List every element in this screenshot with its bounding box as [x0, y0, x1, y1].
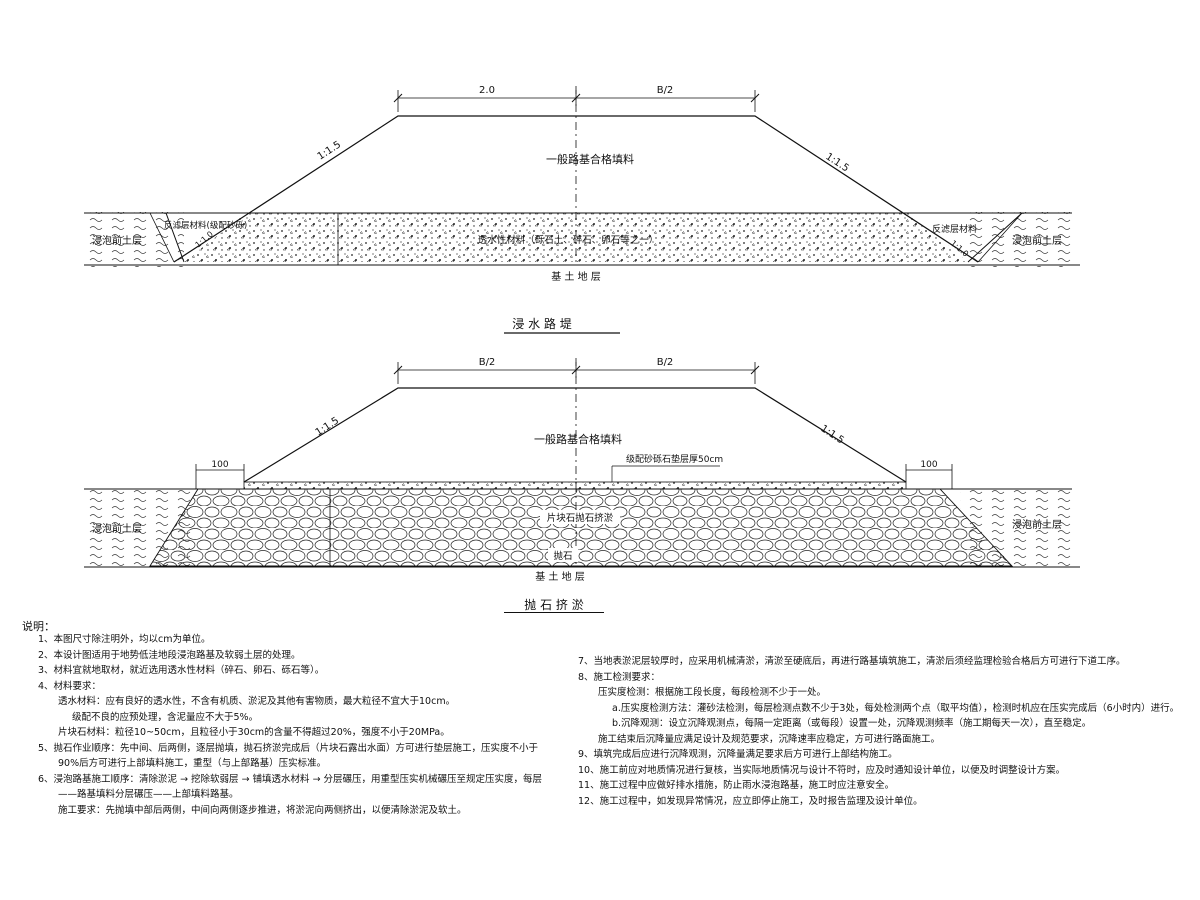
note-line: 压实度检测：根据施工段长度，每段检测不少于一处。 [598, 687, 827, 698]
bottom-left-water-label: 浸泡前土层 [92, 522, 142, 535]
note-line: a.压实度检测方法：灌砂法检测，每层检测点数不少于3处，每处检测两个点（取平均值… [612, 702, 1180, 714]
note-line: 5、抛石作业顺序：先中间、后两侧，逐层抛填，抛石挤淤完成后（片块石露出水面）方可… [38, 742, 539, 754]
bottom-caption-text: 抛 石 挤 淤 [504, 598, 604, 613]
bottom-dim-left: B/2 [479, 357, 496, 368]
note-line: b.沉降观测：设立沉降观测点，每隔一定距离（或每段）设置一处，沉降观测频率（施工… [612, 718, 1092, 729]
bottom-bottom-label: 基 土 地 层 [535, 570, 585, 583]
note-line: 施工结束后沉降量应满足设计及规范要求，沉降速率应稳定，方可进行路面施工。 [598, 733, 941, 745]
embankment-cross-sections: 2.0 B/2 1:1.5 1:1.5 一般路基合格填料 透水性材料（砾石土、碎… [84, 85, 1080, 583]
top-dimension-line [393, 90, 760, 112]
top-left-water-label: 浸泡前土层 [92, 234, 142, 247]
notes-right-column: 7、当地表淤泥层较厚时，应采用机械清淤，清淤至硬底后，再进行路基填筑施工，清淤后… [578, 654, 1179, 809]
note-line: 4、材料要求： [38, 680, 102, 692]
bottom-fill-label: 一般路基合格填料 [534, 432, 622, 446]
bottom-slope-right: 1:1.5 [818, 423, 845, 446]
top-dim-left: 2.0 [479, 85, 495, 96]
bottom-dim-right: B/2 [657, 357, 674, 368]
top-right-water-label: 浸泡前土层 [1012, 234, 1062, 247]
bottom-berm-right: 100 [920, 460, 937, 470]
note-line: 片块石材料：粒径10~50cm，且粒径小于30cm的含量不得超过20%，强度不小… [58, 727, 450, 738]
top-slope-left: 1:1.5 [316, 139, 343, 162]
bottom-slope-left: 1:1.5 [314, 415, 341, 438]
bottom-rock-fill [149, 488, 1014, 567]
top-fill-label: 一般路基合格填料 [546, 152, 634, 166]
note-line: ——路基填料分层碾压——上部填料路基。 [58, 789, 239, 800]
note-line: 6、浸泡路基施工顺序：清除淤泥 → 挖除软弱层 → 铺填透水材料 → 分层碾压，… [38, 773, 543, 785]
top-dim-right: B/2 [657, 85, 674, 96]
note-line: 2、本设计图适用于地势低洼地段浸泡路基及软弱土层的处理。 [38, 649, 301, 661]
note-line: 1、本图尺寸除注明外，均以cm为单位。 [38, 634, 211, 645]
top-embankment-outline [173, 115, 979, 263]
bottom-right-water-label: 浸泡前土层 [1012, 518, 1062, 531]
bottom-rock-label2: 抛石 [553, 550, 572, 562]
bottom-cushion-layer [243, 481, 907, 490]
top-right-slope-label: 反滤层材料 [932, 223, 977, 235]
top-section: 2.0 B/2 1:1.5 1:1.5 一般路基合格填料 透水性材料（砾石土、碎… [84, 85, 1080, 334]
note-line: 透水材料：应有良好的透水性，不含有机质、淤泥及其他有害物质，最大粒径不宜大于10… [58, 696, 456, 707]
top-layer-label: 透水性材料（砾石土、碎石、卵石等之一） [478, 234, 659, 246]
top-water-right [966, 212, 1072, 267]
note-line: 12、施工过程中，如发现异常情况，应立即停止施工，及时报告监理及设计单位。 [578, 795, 923, 807]
note-line: 级配不良的应预处理，含泥量应不大于5%。 [72, 711, 259, 723]
top-slope-right: 1:1.5 [823, 151, 850, 174]
bottom-rock-label: 片块石抛石挤淤 [547, 512, 614, 524]
top-bottom-label: 基 土 地 层 [551, 270, 601, 283]
bottom-berm-dims [195, 464, 953, 489]
note-line: 8、施工检测要求： [578, 671, 661, 683]
note-line: 11、施工过程中应做好排水措施，防止雨水浸泡路基，施工时应注意安全。 [578, 780, 895, 791]
bottom-cushion-label: 级配砂砾石垫层厚50cm [626, 453, 723, 465]
notes-left-column: 1、本图尺寸除注明外，均以cm为单位。 2、本设计图适用于地势低洼地段浸泡路基及… [38, 632, 542, 818]
top-water-left [84, 212, 184, 267]
bottom-embankment-outline [243, 387, 907, 483]
note-line: 7、当地表淤泥层较厚时，应采用机械清淤，清淤至硬底后，再进行路基填筑施工，清淤后… [578, 656, 1126, 667]
notes-title: 说明： [22, 620, 55, 633]
top-caption: 浸 水 路 堤 [512, 316, 571, 331]
bottom-berm-left: 100 [211, 460, 228, 470]
bottom-section: 100 100 B/2 B/2 1:1.5 1:1.5 一般路基合格填料 级配砂… [84, 357, 1080, 583]
note-line: 10、施工前应对地质情况进行复核，当实际地质情况与设计不符时，应及时通知设计单位… [578, 764, 1066, 776]
note-line: 90%后方可进行上部填料施工，重型（与上部路基）压实标准。 [58, 758, 327, 769]
note-line: 9、填筑完成后应进行沉降观测，沉降量满足要求后方可进行上部结构施工。 [578, 749, 898, 760]
note-line: 施工要求：先抛填中部后两侧，中间向两侧逐步推进，将淤泥向两侧挤出，以便清除淤泥及… [58, 804, 467, 816]
note-line: 3、材料宜就地取材，就近选用透水性材料（碎石、卵石、砾石等）。 [38, 665, 325, 676]
top-left-slope-label: 反滤层材料(级配砂砾) [164, 220, 247, 231]
bottom-dimension-line [393, 362, 760, 384]
